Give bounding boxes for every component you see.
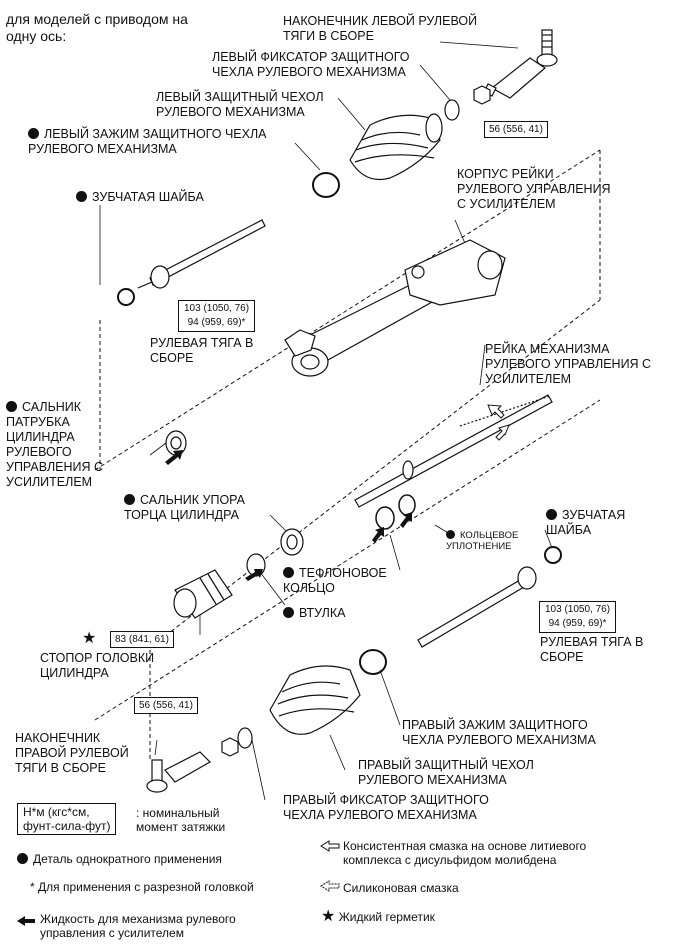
label-right-tie-rod-end: НАКОНЕЧНИК ПРАВОЙ РУЛЕВОЙ ТЯГИ В СБОРЕ — [15, 731, 129, 775]
non-reusable-dot-icon — [283, 567, 294, 578]
label-teflon-ring: ТЕФЛОНОВОЕ КОЛЬЦО — [283, 566, 387, 595]
non-reusable-dot-icon — [28, 128, 39, 139]
label-claw-washer-left: ЗУБЧАТАЯ ШАЙБА — [76, 190, 204, 205]
legend-silicone-grease: Силиконовая смазка — [343, 881, 459, 895]
label-cylinder-oil-seal: САЛЬНИК ПАТРУБКА ЦИЛИНДРА РУЛЕВОГО УПРАВ… — [6, 400, 104, 489]
left-nut-part — [473, 85, 491, 105]
sealant-star-icon: ★ — [321, 908, 336, 925]
label-rack-housing: КОРПУС РЕЙКИ РУЛЕВОГО УПРАВЛЕНИЯ С УСИЛИ… — [457, 167, 611, 211]
legend-non-reusable: Деталь однократного применения — [17, 852, 222, 866]
non-reusable-dot-icon — [76, 191, 87, 202]
rack-housing-part — [284, 239, 506, 377]
label-cylinder-end-stopper: СТОПОР ГОЛОВКИ ЦИЛИНДРА — [40, 651, 155, 680]
left-tie-rod-end-part — [483, 29, 558, 99]
label-bushing: ВТУЛКА — [283, 606, 345, 621]
grease-arrow-icon — [487, 404, 505, 419]
right-tie-rod-end-part — [146, 751, 211, 793]
page-header: для моделей с приводом на одну ось: — [6, 11, 188, 44]
label-cylinder-end-seal: САЛЬНИК УПОРА ТОРЦА ЦИЛИНДРА — [124, 493, 246, 522]
torque-left-tie-rod-end-nut: 56 (556, 41) — [484, 121, 548, 138]
right-boot-part — [269, 665, 361, 735]
label-right-boot-clamp: ПРАВЫЙ ЗАЖИМ ЗАЩИТНОГО ЧЕХЛА РУЛЕВОГО МЕ… — [402, 718, 596, 747]
label-left-boot-clamp: ЛЕВЫЙ ЗАЖИМ ЗАЩИТНОГО ЧЕХЛА РУЛЕВОГО МЕХ… — [28, 127, 267, 156]
non-reusable-dot-icon — [17, 853, 28, 864]
torque-right-tie-rod: 103 (1050, 76) 94 (959, 69)* — [539, 601, 617, 633]
ps-fluid-arrow-icon — [372, 527, 384, 543]
label-left-tie-rod-end: НАКОНЕЧНИК ЛЕВОЙ РУЛЕВОЙ ТЯГИ В СБОРЕ — [283, 14, 478, 43]
legend-split-head-note: * Для применения с разрезной головкой — [30, 880, 254, 894]
non-reusable-dot-icon — [283, 607, 294, 618]
label-rack: РЕЙКА МЕХАНИЗМА РУЛЕВОГО УПРАВЛЕНИЯ С УС… — [485, 342, 652, 386]
ps-fluid-arrow-icon — [165, 450, 183, 465]
label-right-boot-clip: ПРАВЫЙ ФИКСАТОР ЗАЩИТНОГО ЧЕХЛА РУЛЕВОГО… — [283, 793, 489, 822]
grease-arrow-icon — [495, 424, 510, 441]
legend-ps-fluid: Жидкость для механизма рулевого управлен… — [40, 912, 236, 940]
label-claw-washer-right: ЗУБЧАТАЯ ШАЙБА — [546, 508, 626, 537]
ps-fluid-arrow-icon — [245, 569, 263, 581]
non-reusable-dot-icon — [446, 530, 455, 539]
non-reusable-dot-icon — [124, 494, 135, 505]
label-left-boot: ЛЕВЫЙ ЗАЩИТНЫЙ ЧЕХОЛ РУЛЕВОГО МЕХАНИЗМА — [156, 90, 324, 119]
label-o-ring: КОЛЬЦЕВОЕ УПЛОТНЕНИЕ — [446, 530, 519, 552]
label-left-boot-clip: ЛЕВЫЙ ФИКСАТОР ЗАЩИТНОГО ЧЕХЛА РУЛЕВОГО … — [212, 50, 410, 79]
cylinder-end-stopper-part — [173, 569, 233, 619]
torque-left-tie-rod: 103 (1050, 76) 94 (959, 69)* — [178, 300, 256, 332]
legend-unit-text: : номинальный момент затяжки — [136, 806, 226, 834]
left-tie-rod-part — [137, 219, 266, 289]
legend-grease: Консистентная смазка на основе литиевого… — [343, 839, 587, 867]
grease-legend-icon — [320, 840, 340, 852]
label-right-boot: ПРАВЫЙ ЗАЩИТНЫЙ ЧЕХОЛ РУЛЕВОГО МЕХАНИЗМА — [358, 758, 534, 787]
torque-right-tie-rod-end-nut: 56 (556, 41) — [134, 697, 198, 714]
rack-part — [354, 394, 553, 508]
torque-cylinder-end-stopper: 83 (841, 61) — [110, 631, 174, 648]
silicone-legend-icon — [320, 880, 340, 892]
left-boot-part — [349, 113, 443, 181]
label-sealant-star: ★ — [82, 630, 97, 647]
ps-fluid-arrow-icon — [400, 512, 412, 528]
label-tie-rod-left: РУЛЕВАЯ ТЯГА В СБОРЕ — [150, 336, 254, 365]
legend-unit-box: Н*м (кгс*см, фунт-сила-фут) — [17, 803, 117, 835]
non-reusable-dot-icon — [6, 401, 17, 412]
ps-fluid-legend-icon — [17, 916, 35, 926]
label-tie-rod-right: РУЛЕВАЯ ТЯГА В СБОРЕ — [540, 635, 644, 664]
sealant-star-icon: ★ — [82, 630, 97, 647]
right-tie-rod-part — [417, 566, 537, 648]
legend-sealant: ★ Жидкий герметик — [321, 908, 435, 925]
non-reusable-dot-icon — [546, 509, 557, 520]
